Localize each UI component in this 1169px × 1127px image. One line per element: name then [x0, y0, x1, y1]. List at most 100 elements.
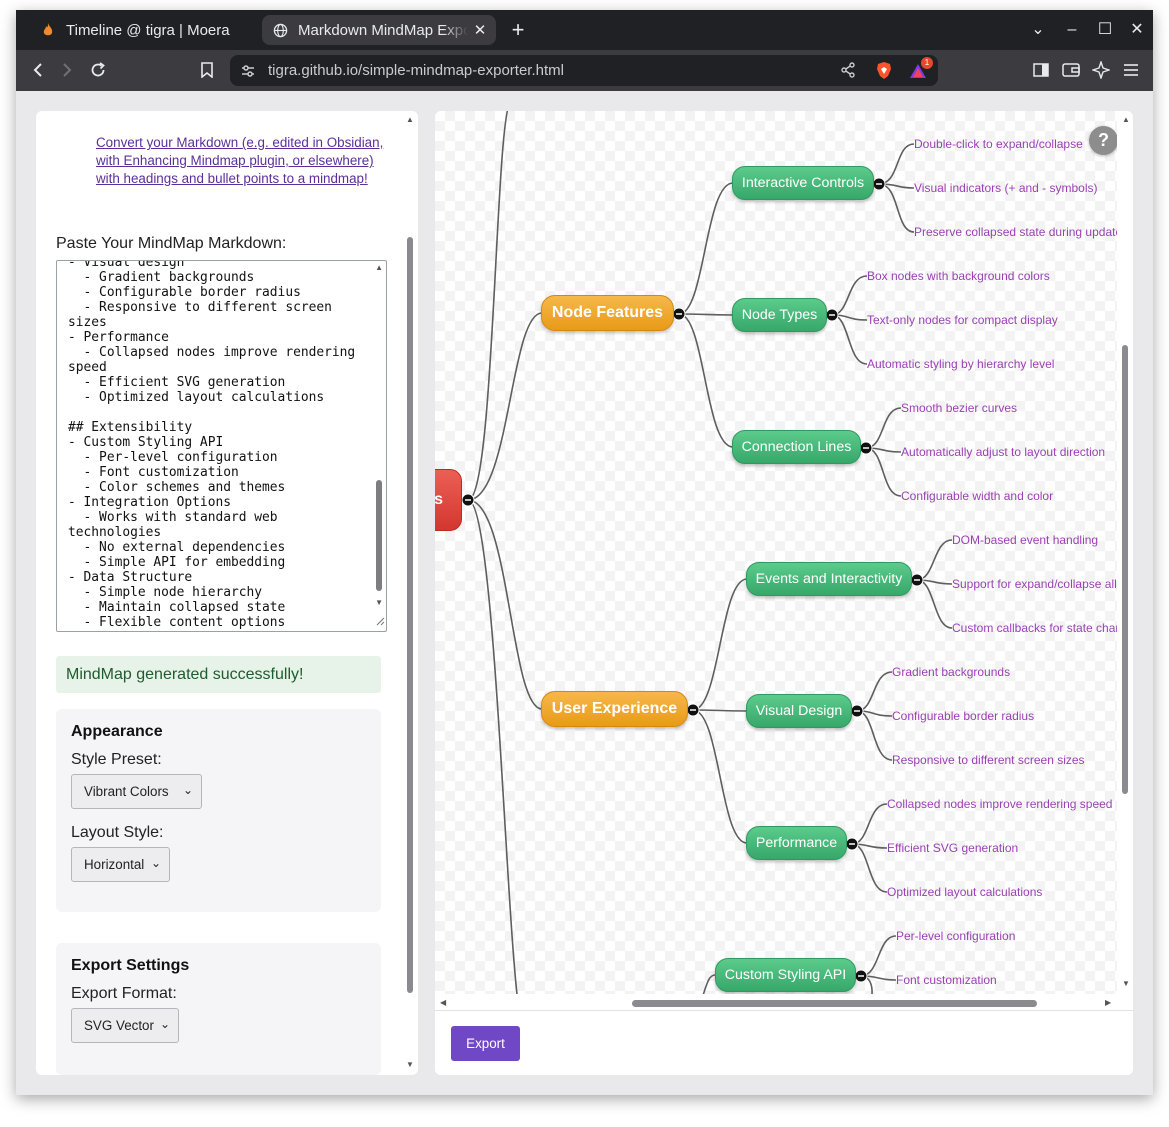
intro-link[interactable]: Convert your Markdown (e.g. edited in Ob… — [96, 134, 386, 188]
export-button[interactable]: Export — [451, 1026, 520, 1061]
root-node[interactable]: s — [435, 469, 462, 531]
node-label: Custom Styling API — [725, 967, 846, 983]
resize-handle-icon[interactable] — [375, 613, 385, 631]
globe-icon — [272, 22, 288, 38]
leaf-node[interactable]: Efficient SVG generation — [887, 841, 1018, 855]
appearance-heading: Appearance — [71, 723, 163, 741]
connector-lines — [435, 111, 1117, 994]
node-interactive-controls[interactable]: Interactive Controls — [732, 166, 874, 200]
browser-toolbar: tigra.github.io/simple-mindmap-exporter.… — [16, 50, 1153, 91]
leaf-node[interactable]: Visual indicators (+ and - symbols) — [914, 181, 1098, 195]
window-close-icon[interactable]: ✕ — [1125, 18, 1149, 42]
root-node-label: s — [435, 491, 443, 509]
url-text: tigra.github.io/simple-mindmap-exporter.… — [268, 62, 564, 79]
horizontal-scroll-thumb[interactable] — [632, 1000, 1037, 1007]
brave-shields-icon[interactable] — [875, 61, 893, 85]
rewards-badge: 1 — [921, 57, 933, 69]
textarea-scrollbar[interactable]: ▲ ▼ — [372, 261, 386, 631]
leaf-node[interactable]: Collapsed nodes improve rendering speed — [887, 797, 1112, 811]
tab-mindmap-exporter[interactable]: Markdown MindMap Exporter ✕ — [262, 15, 496, 45]
node-custom-styling-api[interactable]: Custom Styling API — [715, 958, 856, 992]
scroll-up-icon[interactable]: ▲ — [1122, 115, 1130, 124]
scroll-down-icon[interactable]: ▼ — [375, 598, 383, 607]
node-node-features[interactable]: Node Features — [541, 295, 674, 331]
leaf-node[interactable]: Gradient backgrounds — [892, 665, 1010, 679]
export-settings-card: Export Settings Export Format: SVG Vecto… — [56, 943, 381, 1075]
node-label: Node Features — [552, 304, 663, 322]
menu-icon[interactable] — [1117, 56, 1145, 84]
leaf-node[interactable]: Optimized layout calculations — [887, 885, 1042, 899]
leaf-node[interactable]: Box nodes with background colors — [867, 269, 1050, 283]
forward-icon[interactable] — [53, 56, 81, 84]
leaf-node[interactable]: Custom callbacks for state char — [952, 621, 1117, 635]
style-preset-label: Style Preset: — [71, 751, 162, 769]
leo-ai-icon[interactable] — [1087, 56, 1115, 84]
share-icon[interactable] — [840, 62, 856, 83]
scroll-down-icon[interactable]: ▼ — [406, 1060, 414, 1069]
node-connection-lines[interactable]: Connection Lines — [732, 430, 861, 464]
leaf-node[interactable]: Responsive to different screen sizes — [892, 753, 1085, 767]
leaf-node[interactable]: Support for expand/collapse all — [952, 577, 1117, 591]
scroll-right-icon[interactable]: ▶ — [1105, 998, 1111, 1007]
textarea-scroll-thumb[interactable] — [376, 480, 382, 591]
tab-moera[interactable]: Timeline @ tigra | Moera — [30, 15, 260, 45]
mindmap-vertical-scrollbar[interactable]: ▲ ▼ — [1118, 111, 1133, 994]
node-node-types[interactable]: Node Types — [732, 298, 827, 332]
node-label: Node Types — [742, 307, 817, 323]
leaf-node[interactable]: Per-level configuration — [896, 929, 1015, 943]
leaf-node[interactable]: Font customization — [896, 973, 997, 987]
leaf-node[interactable]: Text-only nodes for compact display — [867, 313, 1058, 327]
mindmap-canvas[interactable]: s Node Features User Experience Interact… — [435, 111, 1117, 994]
site-settings-icon[interactable] — [240, 63, 256, 84]
leaf-node[interactable]: Automatic styling by hierarchy level — [867, 357, 1054, 371]
leaf-node[interactable]: Automatically adjust to layout direction — [901, 445, 1105, 459]
style-preset-select[interactable]: Vibrant Colors ⌄ — [71, 774, 202, 809]
tab-list-chevron-icon[interactable]: ⌄ — [1026, 18, 1050, 42]
sidebar-toggle-icon[interactable] — [1027, 56, 1055, 84]
maximize-icon[interactable]: ☐ — [1093, 18, 1117, 42]
node-label: User Experience — [552, 700, 677, 718]
export-format-select[interactable]: SVG Vector ⌄ — [71, 1008, 179, 1043]
node-events-and-interactivity[interactable]: Events and Interactivity — [746, 562, 912, 596]
node-label: Visual Design — [756, 703, 843, 719]
leaf-node[interactable]: Double-click to expand/collapse — [914, 137, 1083, 151]
back-icon[interactable] — [24, 56, 52, 84]
node-visual-design[interactable]: Visual Design — [746, 694, 852, 728]
node-label: Connection Lines — [742, 439, 852, 455]
leaf-node[interactable]: Configurable border radius — [892, 709, 1034, 723]
leaf-node[interactable]: DOM-based event handling — [952, 533, 1098, 547]
scroll-up-icon[interactable]: ▲ — [406, 115, 414, 124]
leaf-node[interactable]: Preserve collapsed state during update — [914, 225, 1117, 239]
scroll-up-icon[interactable]: ▲ — [375, 263, 383, 272]
mindmap-horizontal-scrollbar[interactable]: ◀ ▶ — [435, 994, 1117, 1010]
bookmark-icon[interactable] — [193, 56, 221, 84]
address-bar[interactable]: tigra.github.io/simple-mindmap-exporter.… — [230, 55, 938, 86]
close-tab-icon[interactable]: ✕ — [468, 21, 492, 39]
export-format-value: SVG Vector — [84, 1018, 154, 1033]
export-settings-heading: Export Settings — [71, 957, 189, 975]
success-message: MindMap generated successfully! — [56, 656, 381, 693]
node-label: Performance — [756, 835, 837, 851]
layout-style-select[interactable]: Horizontal ⌄ — [71, 847, 170, 882]
new-tab-icon[interactable]: + — [506, 18, 530, 42]
markdown-textarea[interactable]: - Visual design - Gradient backgrounds -… — [56, 260, 387, 632]
reload-icon[interactable] — [84, 56, 112, 84]
help-button[interactable]: ? — [1089, 126, 1117, 155]
flame-icon — [40, 22, 56, 38]
node-user-experience[interactable]: User Experience — [541, 691, 688, 727]
vertical-scroll-thumb[interactable] — [1122, 345, 1128, 794]
scroll-down-icon[interactable]: ▼ — [1122, 979, 1130, 988]
leaf-node[interactable]: Smooth bezier curves — [901, 401, 1017, 415]
scroll-left-icon[interactable]: ◀ — [440, 998, 446, 1007]
page-content: Convert your Markdown (e.g. edited in Ob… — [16, 91, 1153, 1095]
appearance-card: Appearance Style Preset: Vibrant Colors … — [56, 709, 381, 912]
panel-scrollbar[interactable]: ▲ ▼ — [402, 111, 418, 1075]
minimize-icon[interactable]: – — [1060, 18, 1084, 42]
wallet-icon[interactable] — [1057, 56, 1085, 84]
panel-scroll-thumb[interactable] — [407, 237, 413, 993]
node-performance[interactable]: Performance — [746, 826, 847, 860]
chevron-down-icon: ⌄ — [183, 783, 193, 797]
leaf-node[interactable]: Configurable width and color — [901, 489, 1053, 503]
node-label: Interactive Controls — [742, 175, 864, 191]
layout-style-value: Horizontal — [84, 857, 144, 872]
